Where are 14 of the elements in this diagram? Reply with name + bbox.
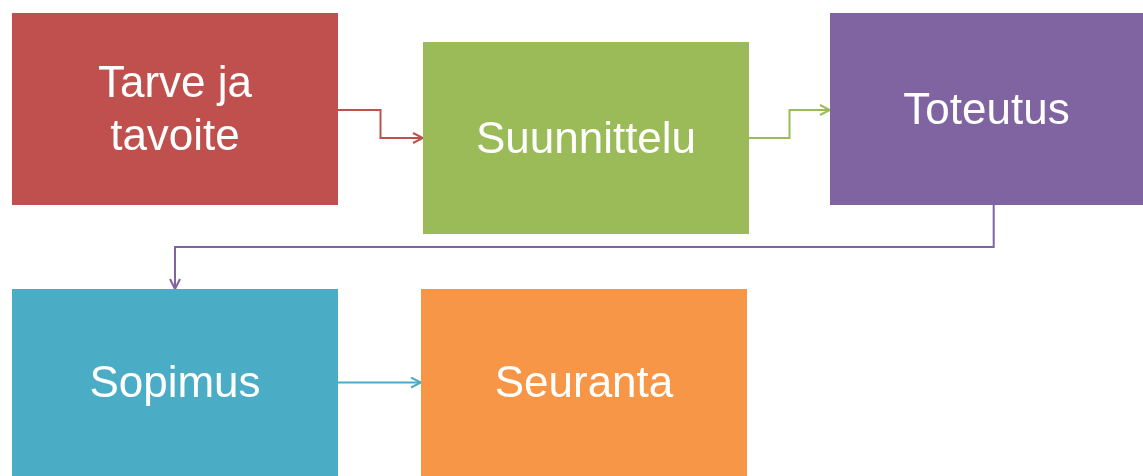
stage-label: Suunnittelu — [475, 111, 697, 164]
stage-box — [423, 42, 749, 234]
stage-label: Seuranta — [494, 356, 674, 409]
arrow — [337, 109, 424, 144]
arrow — [748, 104, 831, 139]
stage-box — [830, 13, 1143, 205]
stage-label: Toteutus — [903, 82, 1070, 135]
stage-box — [12, 13, 338, 205]
stage-box — [421, 289, 747, 476]
stage-label: Sopimus — [89, 356, 261, 409]
arrow — [169, 204, 995, 290]
arrow — [337, 376, 422, 389]
stage-box — [12, 289, 338, 476]
stage-label: Tarve ja tavoite — [96, 56, 254, 161]
